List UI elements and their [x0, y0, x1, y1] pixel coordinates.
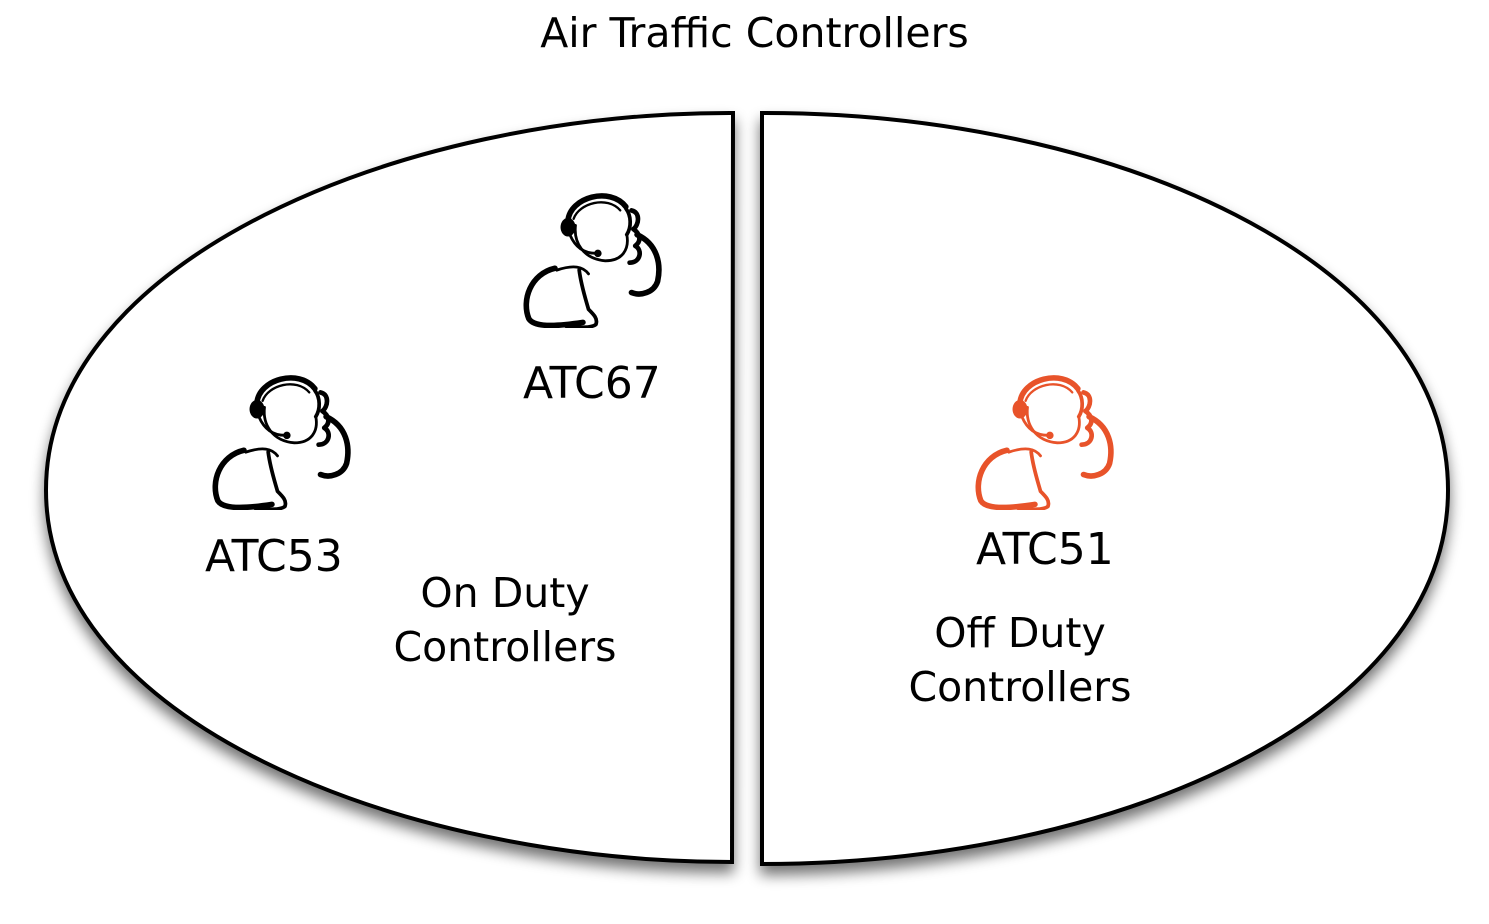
off-duty-label: Off Duty Controllers: [900, 606, 1140, 714]
controller-label-atc67: ATC67: [523, 358, 661, 409]
off-duty-label-line1: Off Duty: [934, 609, 1106, 657]
controller-label-atc53: ATC53: [205, 531, 343, 582]
diagram-title: Air Traffic Controllers: [540, 9, 969, 57]
on-duty-label-line2: Controllers: [393, 623, 617, 671]
off-duty-region: [760, 110, 1451, 867]
on-duty-label-line1: On Duty: [420, 569, 590, 617]
controller-label-atc51: ATC51: [976, 524, 1114, 575]
off-duty-label-line2: Controllers: [908, 663, 1132, 711]
on-duty-label: On Duty Controllers: [385, 566, 625, 674]
on-duty-region: [43, 110, 736, 865]
